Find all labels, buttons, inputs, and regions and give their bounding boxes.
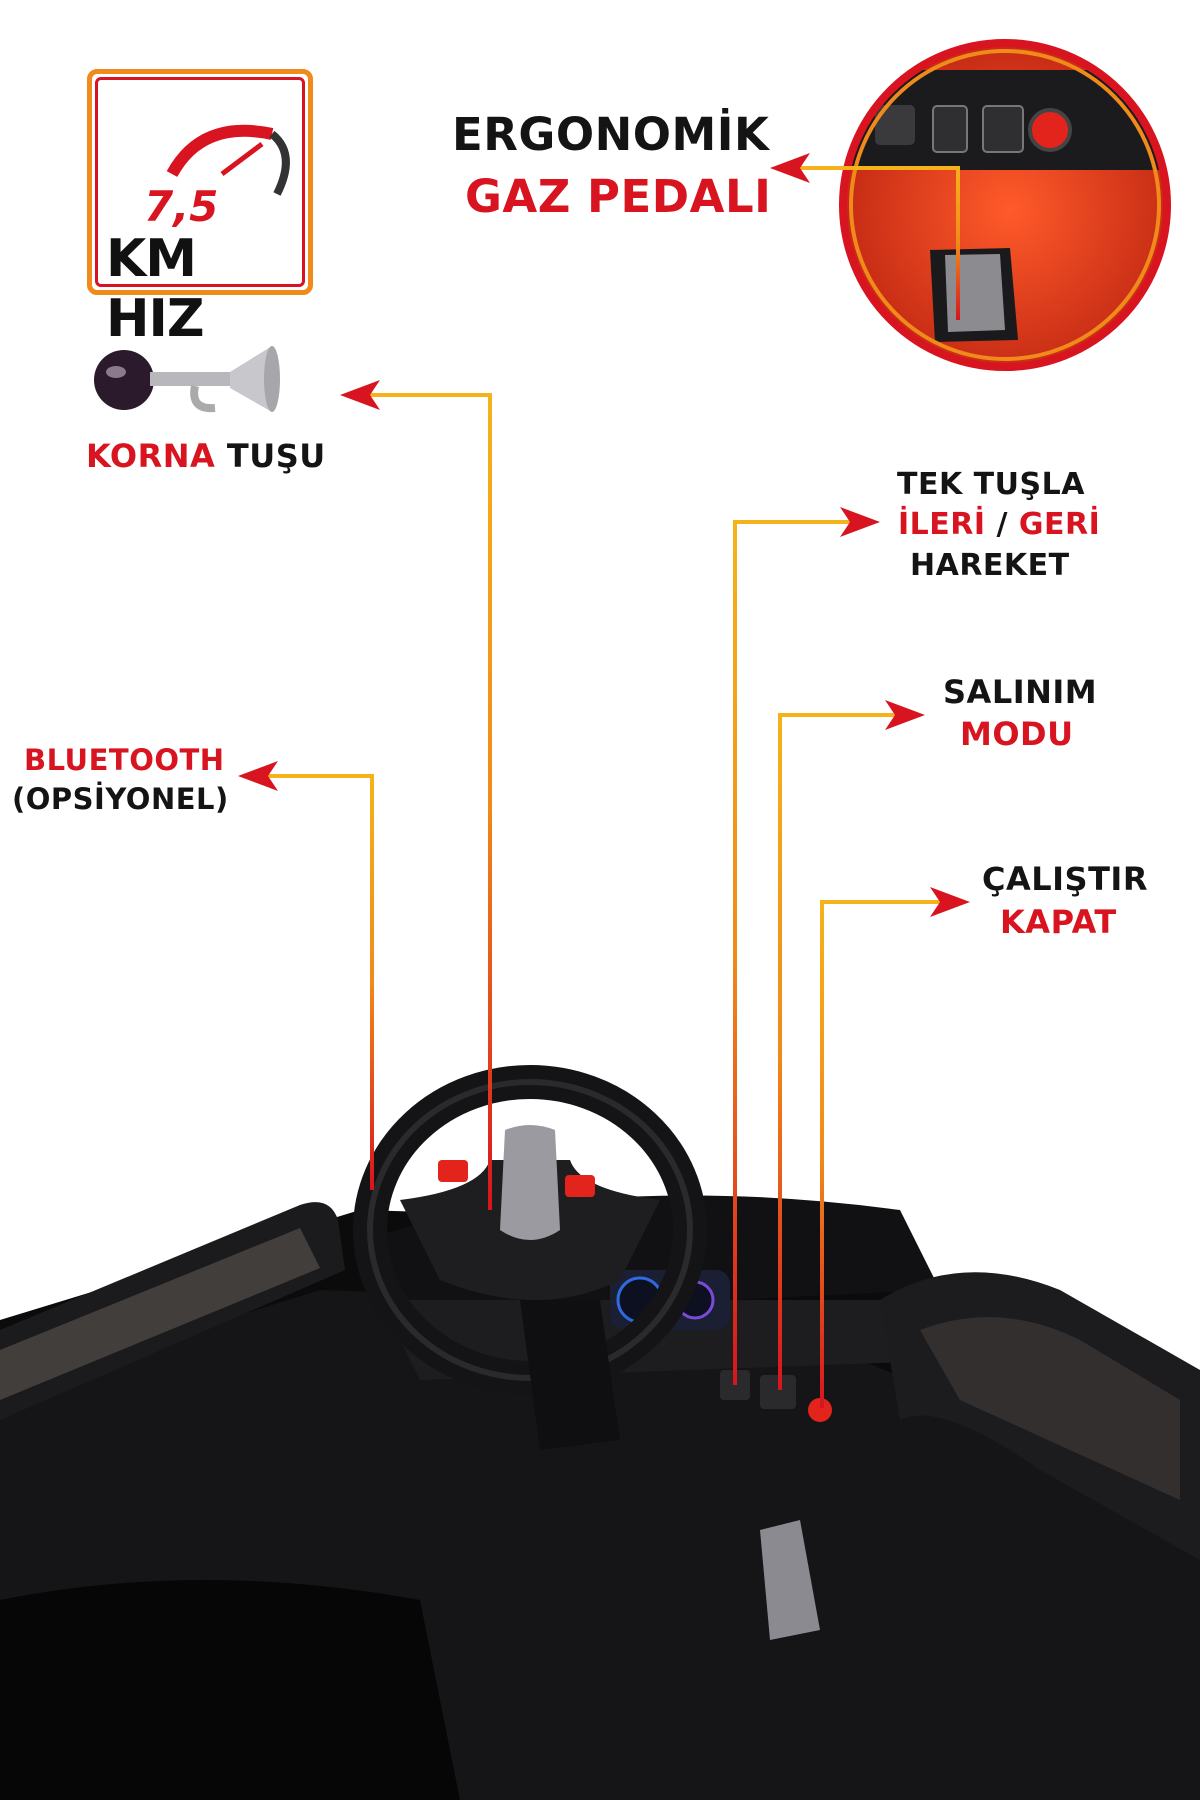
- power-line1: ÇALIŞTIR: [982, 860, 1148, 898]
- direction-line2: İLERİ / GERİ: [898, 507, 1100, 542]
- swing-line2: MODU: [960, 715, 1074, 753]
- direction-separator: /: [996, 507, 1008, 542]
- arrow-icon: [340, 380, 380, 410]
- direction-line1: TEK TUŞLA: [897, 467, 1085, 502]
- horn-label: KORNA TUŞU: [86, 437, 326, 475]
- speed-unit: KM HIZ: [106, 229, 205, 349]
- speedometer-icon: [166, 124, 290, 196]
- direction-forward: İLERİ: [898, 507, 986, 542]
- bluetooth-line1: BLUETOOTH: [24, 743, 225, 777]
- direction-back: GERİ: [1018, 507, 1101, 542]
- speed-value: 7,5: [144, 182, 219, 231]
- speed-badge: 7,5 KM HIZ: [87, 69, 313, 349]
- bluetooth-line2: (OPSİYONEL): [12, 782, 229, 816]
- swing-line1: SALINIM: [943, 673, 1098, 711]
- horn-label-dark: TUŞU: [226, 437, 326, 475]
- horn-icon: [94, 346, 280, 413]
- gas-pedal-subtitle: GAZ PEDALI: [465, 170, 772, 223]
- power-line2: KAPAT: [1000, 903, 1117, 941]
- gas-pedal-title: ERGONOMİK: [452, 108, 770, 161]
- direction-line3: HAREKET: [910, 548, 1070, 583]
- horn-label-red: KORNA: [86, 437, 216, 475]
